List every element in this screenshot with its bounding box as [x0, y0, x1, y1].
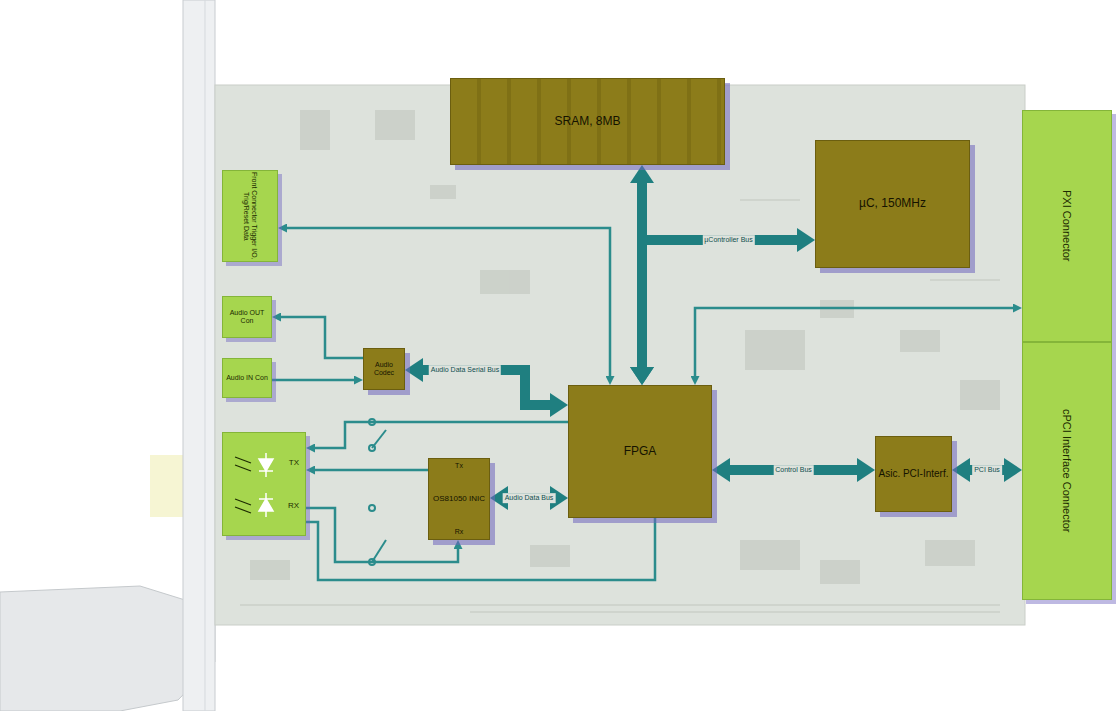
bus-label: Audio Data Serial Bus: [429, 365, 501, 375]
front-panel-edge: [205, 0, 206, 711]
signal-line: [315, 469, 428, 472]
signal-line: [272, 379, 354, 382]
component-label: OS81050 INIC: [433, 494, 485, 503]
component-label: Tx: [455, 462, 463, 470]
bus-label: Audio Data Bus: [503, 493, 556, 503]
board-components: [250, 110, 1000, 584]
component-label: Asic. PCI-Interf.: [878, 468, 948, 480]
circuit-board: [215, 85, 1025, 625]
component-label: cPCI Interface Connector: [1061, 409, 1074, 533]
component-label: Rx: [455, 528, 464, 536]
component-label: Audio IN Con: [226, 374, 268, 382]
bus-arrow: [423, 370, 550, 405]
component-label: Audio Codec: [364, 361, 404, 377]
signal-line: [695, 308, 1013, 376]
connector-block: PXI Connector: [1022, 110, 1112, 342]
switch-symbols: [369, 419, 386, 565]
transceiver-block: TX RX: [222, 432, 306, 536]
component-label: RX: [288, 501, 299, 510]
component-label: TX: [289, 458, 299, 467]
signal-line: [281, 317, 363, 358]
fpga-block: FPGA: [568, 385, 712, 518]
bus-arrow: [730, 465, 857, 475]
component-label: FPGA: [624, 445, 657, 459]
bus-arrow: [642, 240, 797, 367]
signal-line: [287, 228, 610, 376]
bus-label: PCI Bus: [972, 465, 1002, 475]
chip-block: Asic. PCI-Interf.: [875, 436, 952, 512]
component-label: Front Connector Trigger I/O, Trig/Reset …: [242, 171, 258, 261]
signal-line: [315, 422, 568, 448]
audio-connector: Audio OUT Con: [222, 296, 272, 338]
bus-arrow: [970, 465, 1004, 475]
front-connector: Front Connector Trigger I/O, Trig/Reset …: [222, 170, 278, 262]
controller-block: µC, 150MHz: [815, 140, 970, 268]
optical-transceiver-icon: [223, 433, 301, 531]
bus-label: µController Bus: [702, 235, 754, 245]
component-label: Audio OUT Con: [223, 309, 271, 325]
front-panel: [183, 0, 215, 711]
component-label: µC, 150MHz: [859, 197, 926, 211]
component-label: PXI Connector: [1061, 190, 1074, 262]
codec-block: Audio Codec: [363, 348, 405, 390]
audio-connector: Audio IN Con: [222, 358, 272, 398]
component-label: SRAM, 8MB: [554, 115, 620, 129]
connector-block: cPCI Interface Connector: [1022, 342, 1112, 600]
memory-block: SRAM, 8MB: [450, 78, 725, 165]
bus-label: Control Bus: [773, 465, 814, 475]
chip-block: TxOS81050 INIC Rx: [428, 458, 490, 540]
